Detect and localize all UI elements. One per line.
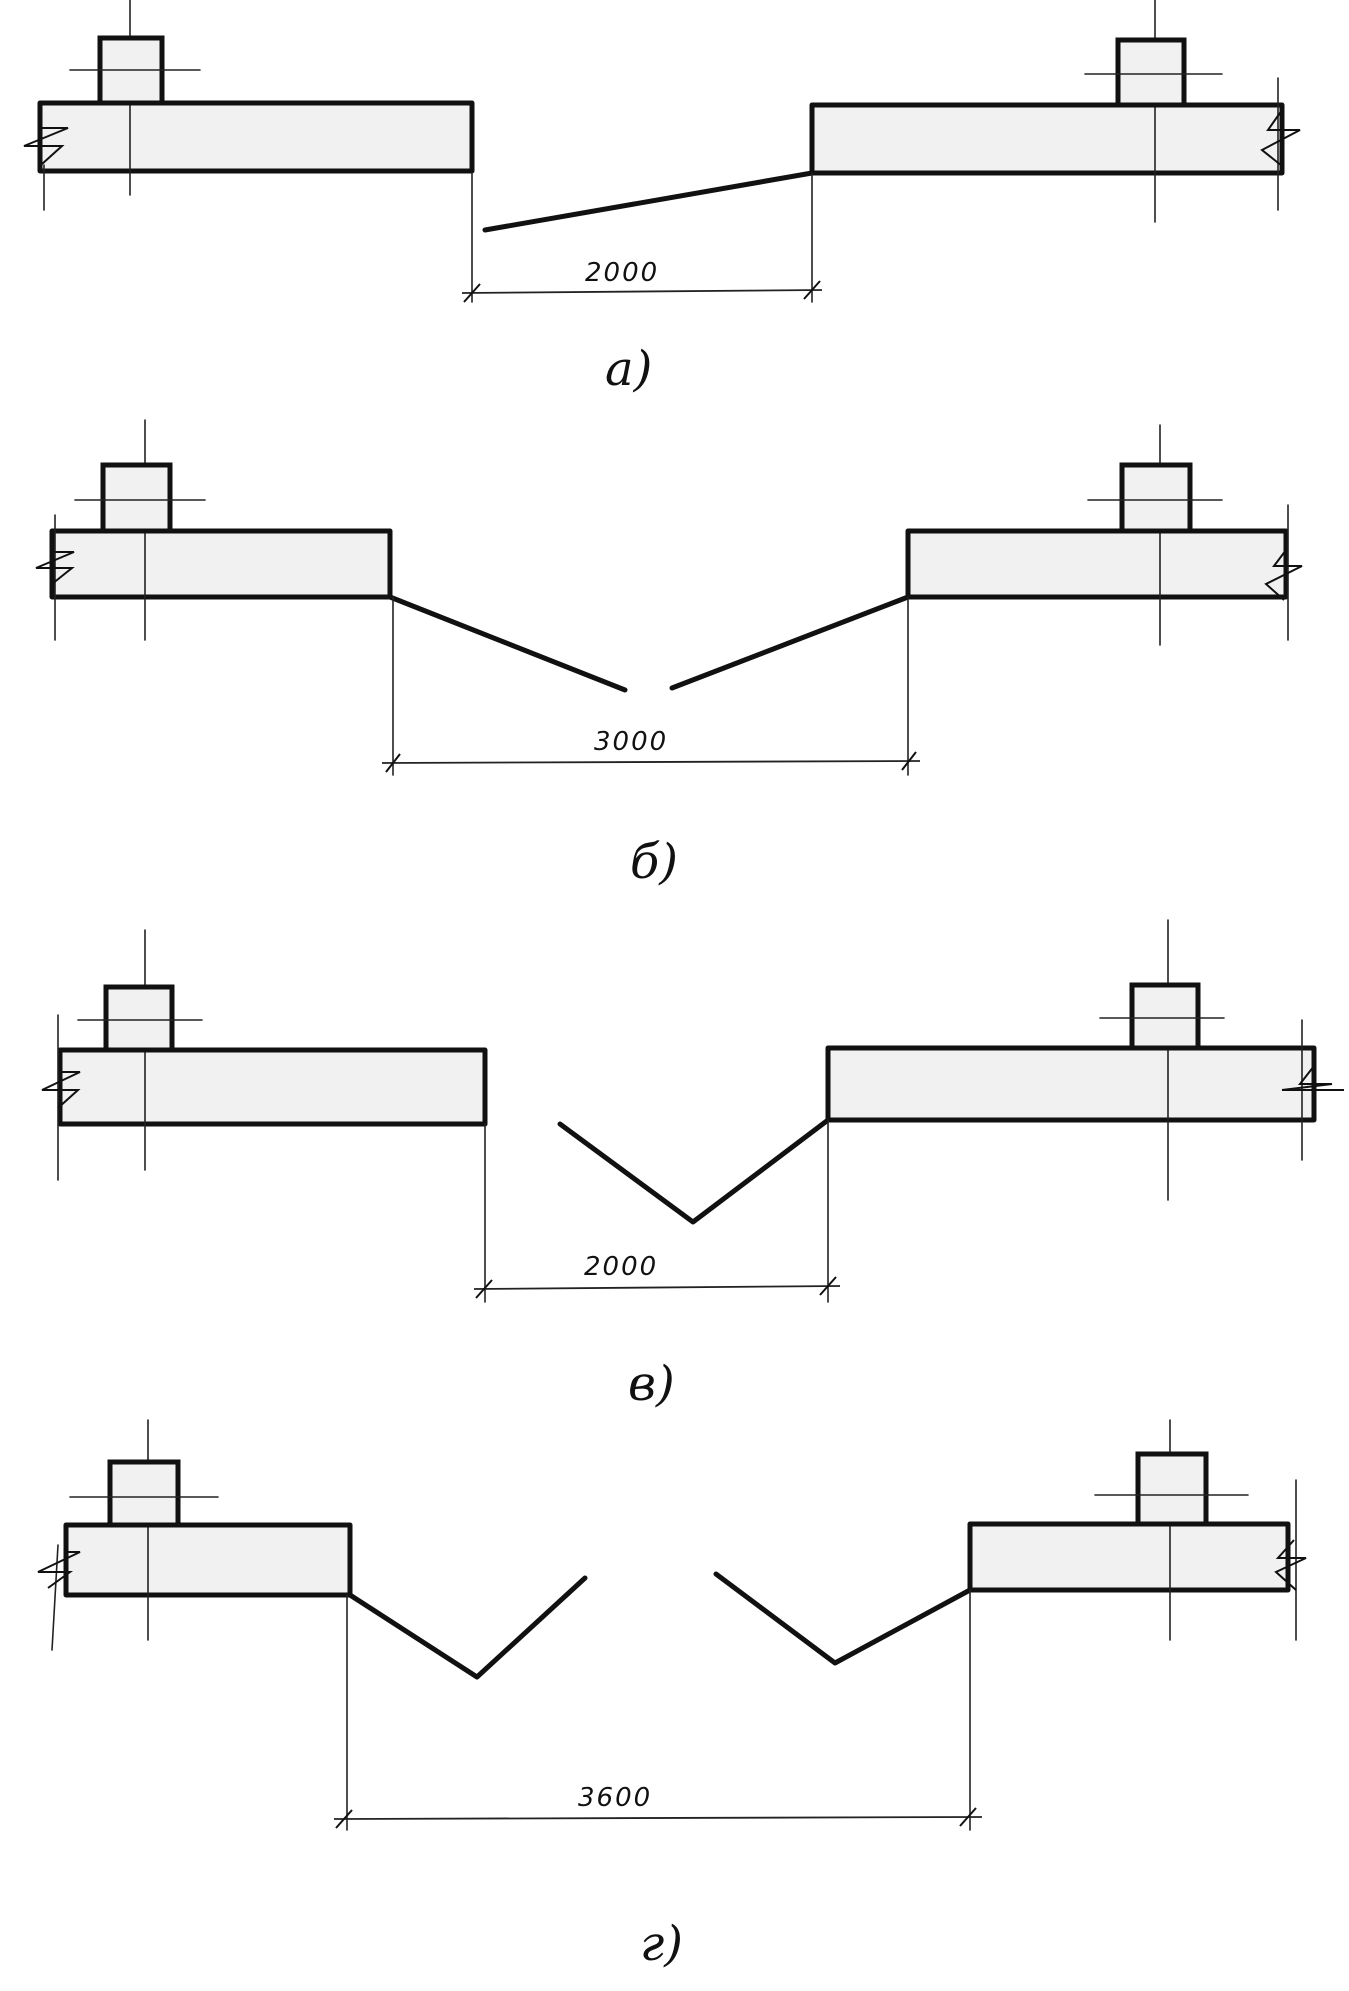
break-mark [1264,549,1303,601]
right-slab [809,0,1301,223]
column-section [1135,1451,1209,1527]
left-slab [41,929,488,1181]
column-section [100,462,173,534]
dimension-label: 3000 [594,727,668,757]
v-plate-left [347,1575,588,1680]
dimension-line: 3600 [333,1589,983,1831]
column-section [1129,982,1201,1051]
dimension-label: 3600 [578,1783,652,1813]
variant-caption: а) [605,341,652,397]
v-shaped-plate [557,1117,831,1225]
variant-caption: г) [640,1916,683,1972]
dimension-label: 2000 [585,258,659,288]
column-section [1119,462,1193,534]
break-mark [1281,1065,1344,1091]
break-mark [23,127,69,165]
dimension-line: 3000 [381,596,921,776]
left-slab [35,419,393,641]
v-plate-right [713,1571,973,1666]
variant-c: 2000 в) [41,919,1344,1412]
column-section [103,984,175,1053]
right-slab [825,919,1344,1201]
variant-caption: б) [630,834,678,890]
column-section [107,1459,181,1528]
column-section [1115,37,1187,108]
variant-d: 3600 г) [37,1419,1307,1972]
variant-a: 2000 а) [23,0,1301,397]
break-mark [41,1071,81,1109]
connecting-plate-left [387,594,628,693]
variant-b: 3000 б) [35,419,1303,890]
left-slab [23,0,475,211]
break-mark [1274,1539,1307,1591]
variant-caption: в) [628,1356,675,1412]
break-mark [35,551,75,585]
dimension-line: 2000 [461,172,823,303]
break-mark [37,1551,81,1589]
dimension-label: 2000 [584,1252,658,1282]
left-slab [37,1419,353,1651]
right-slab [967,1419,1307,1641]
right-slab [905,424,1303,646]
connecting-plate [482,170,815,233]
connecting-plate-right [669,594,911,691]
break-mark [1260,109,1301,167]
dimension-line: 2000 [473,1119,841,1303]
